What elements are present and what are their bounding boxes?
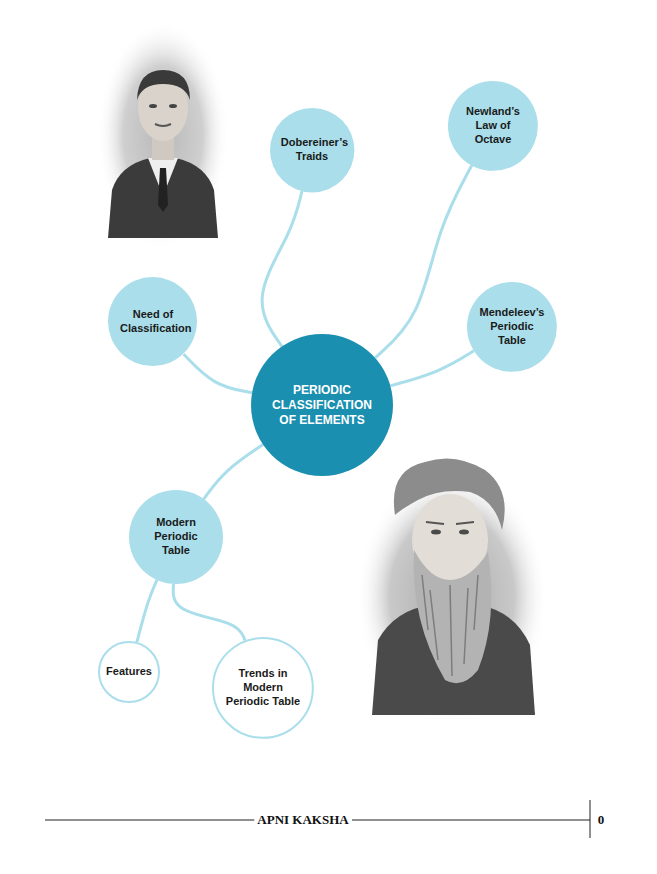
footer-rule — [590, 800, 591, 838]
node-label: Newland’s Law of Octave — [460, 105, 526, 146]
node-label: Mendeleev’s Periodic Table — [479, 306, 545, 347]
text-stack: Trends in Modern Periodic Table — [225, 667, 300, 708]
connector-curve — [184, 354, 252, 392]
portrait-photo — [97, 20, 229, 250]
circle-shape — [99, 642, 159, 702]
topic-circle: Mendeleev’s Periodic Table — [467, 282, 557, 372]
text-stack: Newland’s Law of Octave — [460, 105, 526, 146]
text-stack: Mendeleev’s Periodic Table — [479, 306, 545, 347]
circle-shape — [108, 277, 197, 366]
circle-shape — [448, 81, 538, 171]
connector-curve — [173, 584, 245, 640]
text-stack: Dobereiner’s Traids — [281, 136, 343, 164]
circle-shape — [467, 282, 557, 372]
connector-curve — [137, 580, 157, 642]
node-label: Modern Periodic Table — [141, 516, 211, 557]
text-stack: Modern Periodic Table — [141, 516, 211, 557]
subtopic-circle: Features — [98, 641, 160, 703]
topic-circle: Modern Periodic Table — [129, 490, 223, 584]
connector-curve — [390, 351, 474, 386]
node-label: PERIODIC CLASSIFICATION OF ELEMENTS — [267, 383, 378, 428]
node-label: Dobereiner’s Traids — [281, 136, 343, 164]
topic-circle: Dobereiner’s Traids — [270, 108, 354, 192]
topic-circle: Need of Classification — [108, 277, 197, 366]
topic-circle: Newland’s Law of Octave — [448, 81, 538, 171]
subtopic-circle: Trends in Modern Periodic Table — [212, 637, 314, 739]
connector-curve — [204, 445, 263, 500]
circle-shape — [213, 638, 313, 738]
text-stack: Need of Classification — [120, 308, 186, 336]
central-circle: PERIODIC CLASSIFICATION OF ELEMENTS — [251, 334, 393, 476]
node-label: Need of Classification — [120, 308, 186, 336]
portrait-engraving — [356, 458, 548, 725]
circle-shape — [251, 334, 393, 476]
circle-shape — [129, 490, 223, 584]
footer-rule — [352, 820, 590, 821]
circle-shape — [270, 108, 354, 192]
text-stack: Features — [106, 665, 152, 679]
text-stack: PERIODIC CLASSIFICATION OF ELEMENTS — [267, 383, 378, 428]
connector-curve — [262, 191, 302, 346]
page-number: 0 — [595, 812, 608, 828]
node-label: Trends in Modern Periodic Table — [225, 667, 300, 708]
footer-rule — [45, 820, 255, 821]
footer-brand: APNI KAKSHA — [254, 812, 351, 828]
node-label: Features — [106, 665, 152, 679]
connector-curve — [375, 166, 472, 358]
